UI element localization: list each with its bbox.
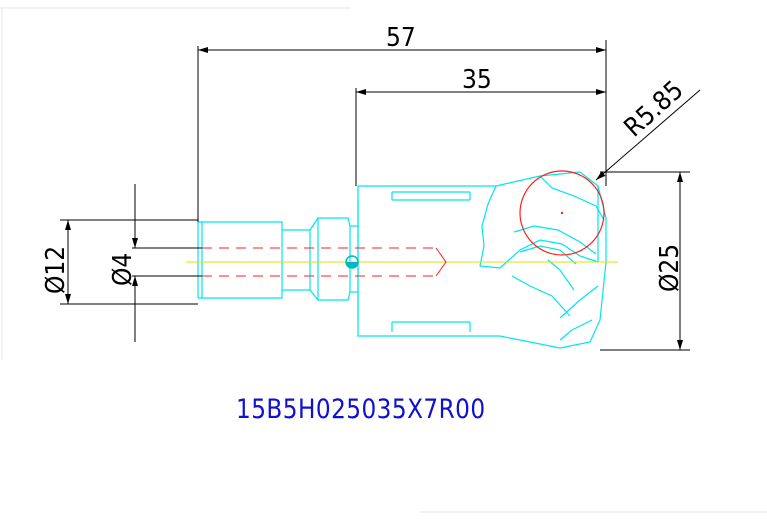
dimension-lines <box>60 40 701 351</box>
dimension-bore-diameter: Ø4 <box>108 253 138 286</box>
dimension-57: 57 <box>386 23 416 53</box>
part-code: 15B5H025035X7R00 <box>236 394 486 425</box>
hidden-bore <box>202 247 447 277</box>
dimension-head-diameter: Ø25 <box>655 244 685 292</box>
tool-outline <box>197 171 607 349</box>
dimension-radius: R5.85 <box>619 75 690 143</box>
dimension-35: 35 <box>462 65 492 95</box>
frame-lines <box>0 7 767 513</box>
dimension-shank-diameter: Ø12 <box>41 246 71 294</box>
radius-circle <box>519 170 605 256</box>
